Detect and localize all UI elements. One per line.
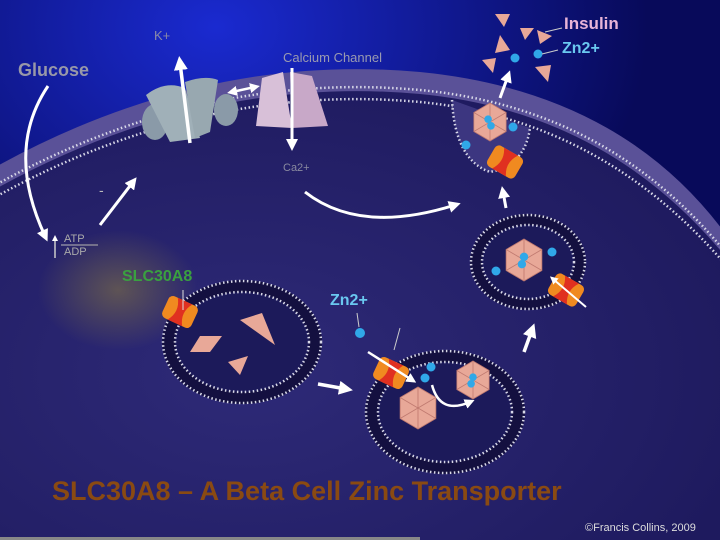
- transporter-pointer: [393, 327, 401, 351]
- bottom-strip: [0, 537, 420, 540]
- zinc-ion: [461, 140, 471, 150]
- membrane-dots-inner: [0, 97, 720, 261]
- zinc-pointer: [541, 49, 559, 55]
- secretion-arrow: [498, 70, 512, 99]
- slc30a8-glow: [38, 230, 198, 350]
- cytosolic-zinc: [355, 328, 365, 338]
- released-zinc: [533, 49, 543, 59]
- insulin-hexamer-exocytosis: [473, 102, 507, 142]
- glucose-metabolism-arrow: [24, 85, 50, 242]
- immature-vesicle: [161, 279, 323, 405]
- zinc-ion: [508, 122, 518, 132]
- released-zinc: [510, 53, 520, 63]
- calcium-channel-label: Calcium Channel: [283, 50, 382, 65]
- zinc-pointer: [356, 312, 360, 328]
- released-insulin: [482, 14, 552, 82]
- calcium-ion-label: Ca2+: [283, 162, 310, 174]
- potassium-efflux-arrow: [173, 56, 192, 144]
- cell-interior: [0, 91, 720, 540]
- insulin-pointer: [544, 27, 563, 33]
- calcium-channel: [256, 72, 328, 128]
- zinc-import-arrow: [549, 276, 587, 308]
- diagram-title: SLC30A8 – A Beta Cell Zinc Transporter: [52, 476, 562, 506]
- minus-sign: -: [99, 182, 104, 198]
- membrane-dots-outer: [0, 85, 720, 248]
- crystallization-arrow: [430, 384, 475, 409]
- atp-signal-arrow: [98, 177, 137, 226]
- glucose-label: Glucose: [18, 60, 90, 80]
- adp-label: ADP: [64, 246, 87, 258]
- zinc-import-arrow: [367, 350, 417, 383]
- calcium-trigger-arrow: [304, 190, 461, 219]
- zinc-label-top: Zn2+: [562, 40, 600, 57]
- maturation-arrow: [317, 380, 353, 395]
- zinc-label-mid: Zn2+: [330, 292, 368, 309]
- potassium-channel: [142, 77, 238, 142]
- transport-arrow: [522, 323, 537, 353]
- maturing-vesicle: [364, 349, 526, 475]
- fusion-arrow: [498, 186, 511, 209]
- potassium-label: K+: [154, 28, 171, 43]
- atp-label: ATP: [64, 233, 85, 245]
- insulin-label: Insulin: [564, 14, 619, 33]
- slc30a8-label: SLC30A8: [122, 268, 193, 285]
- channel-interaction-arrow: [227, 83, 260, 96]
- copyright: ©Francis Collins, 2009: [585, 522, 696, 534]
